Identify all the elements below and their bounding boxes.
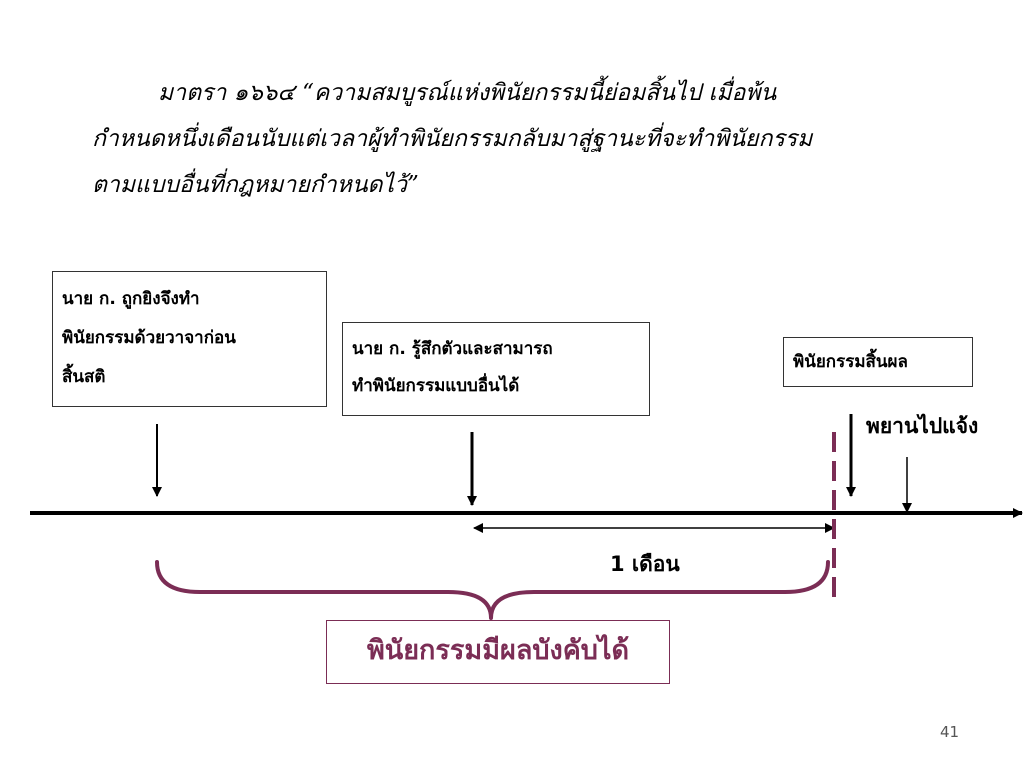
result-box: พินัยกรรมมีผลบังคับได้ [326, 620, 670, 684]
page-number: 41 [940, 723, 960, 741]
quote-line-2: กำหนดหนึ่งเดือนนับแต่เวลาผู้ทำพินัยกรรมก… [92, 126, 813, 152]
quote-line-1: มาตรา ๑๖๖๔ “ความสมบูรณ์แห่งพินัยกรรมนี้ย… [158, 80, 777, 106]
section-1664-quote: มาตรา ๑๖๖๔ “ความสมบูรณ์แห่งพินัยกรรมนี้ย… [92, 70, 992, 208]
event-shot-line-1: นาย ก. ถูกยิงจึงทำ [62, 289, 200, 309]
one-month-label: 1 เดือน [610, 552, 680, 576]
event-expired-label: พินัยกรรมสิ้นผล [793, 352, 908, 372]
event-recovered-line-1: นาย ก. รู้สึกตัวและสามารถ [352, 339, 553, 359]
event-recovered-line-2: ทำพินัยกรรมแบบอื่นได้ [352, 376, 520, 396]
event-box-recovered: นาย ก. รู้สึกตัวและสามารถ ทำพินัยกรรมแบบ… [342, 322, 650, 416]
quote-line-3: ตามแบบอื่นที่กฎหมายกำหนดไว้” [92, 172, 419, 198]
witness-label: พยานไปแจ้ง [866, 414, 979, 438]
event-shot-line-3: สิ้นสติ [62, 367, 106, 387]
validity-brace [155, 560, 830, 620]
event-box-shot: นาย ก. ถูกยิงจึงทำ พินัยกรรมด้วยวาจาก่อน… [52, 271, 327, 407]
event-box-expired: พินัยกรรมสิ้นผล [783, 337, 973, 387]
event-shot-line-2: พินัยกรรมด้วยวาจาก่อน [62, 328, 236, 348]
